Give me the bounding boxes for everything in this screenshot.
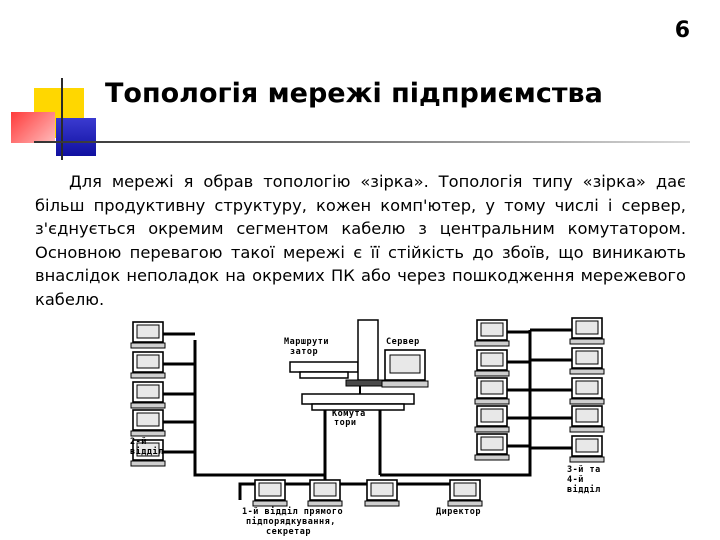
decor-red-square bbox=[11, 112, 55, 143]
slide-title: Топологія мережі підприємства bbox=[105, 78, 603, 109]
computer-icon bbox=[474, 405, 510, 433]
router-label-line2: затор bbox=[290, 347, 318, 357]
title-underline bbox=[34, 141, 690, 143]
router-label-line1: Маршрути bbox=[284, 337, 329, 347]
computer-icon bbox=[474, 319, 510, 347]
switch-label-line2: тори bbox=[334, 418, 356, 428]
computer-icon bbox=[130, 351, 166, 379]
computer-icon bbox=[474, 433, 510, 461]
computer-icon bbox=[130, 321, 166, 349]
computer-icon bbox=[307, 479, 343, 507]
network-topology-diagram: 2-й відділ 3-й та 4-й відділ Маршрути за… bbox=[130, 317, 605, 537]
dept2-wiring bbox=[163, 332, 325, 477]
director-label: Директор bbox=[436, 507, 481, 517]
dept1-label-line1: 1-й відділ прямого bbox=[242, 506, 343, 517]
server-device bbox=[345, 319, 429, 388]
server-label: Сервер bbox=[386, 337, 420, 347]
computer-icon bbox=[252, 479, 288, 507]
switch-label-line1: Комута bbox=[332, 409, 366, 419]
dept34-label-line3: відділ bbox=[567, 484, 601, 495]
computer-icon bbox=[474, 377, 510, 405]
slide-number: 6 bbox=[674, 18, 690, 43]
computer-icon bbox=[569, 435, 605, 463]
decor-vertical-line bbox=[61, 78, 63, 160]
computer-icon bbox=[569, 377, 605, 405]
director-computer bbox=[447, 479, 483, 507]
computer-icon bbox=[130, 381, 166, 409]
dept34-label-line2: 4-й bbox=[567, 475, 584, 485]
dept1-label-line3: секретар bbox=[266, 527, 311, 537]
switch-devices bbox=[301, 386, 415, 475]
computer-icon bbox=[569, 347, 605, 375]
computer-icon bbox=[447, 479, 483, 507]
body-paragraph: Для мережі я обрав топологію «зірка». То… bbox=[35, 172, 686, 309]
dept34-label-line1: 3-й та bbox=[567, 465, 601, 475]
computer-icon bbox=[569, 405, 605, 433]
dept34-wiring bbox=[380, 328, 575, 477]
dept2-label-line2: відділ bbox=[130, 446, 164, 457]
computer-icon bbox=[474, 349, 510, 377]
dept2-label-line1: 2-й bbox=[130, 437, 147, 447]
computer-icon bbox=[569, 317, 605, 345]
dept1-computers bbox=[252, 479, 400, 507]
computer-icon bbox=[130, 409, 166, 437]
computer-icon bbox=[364, 479, 400, 507]
dept1-label-line2: підпорядкування, bbox=[246, 516, 336, 527]
